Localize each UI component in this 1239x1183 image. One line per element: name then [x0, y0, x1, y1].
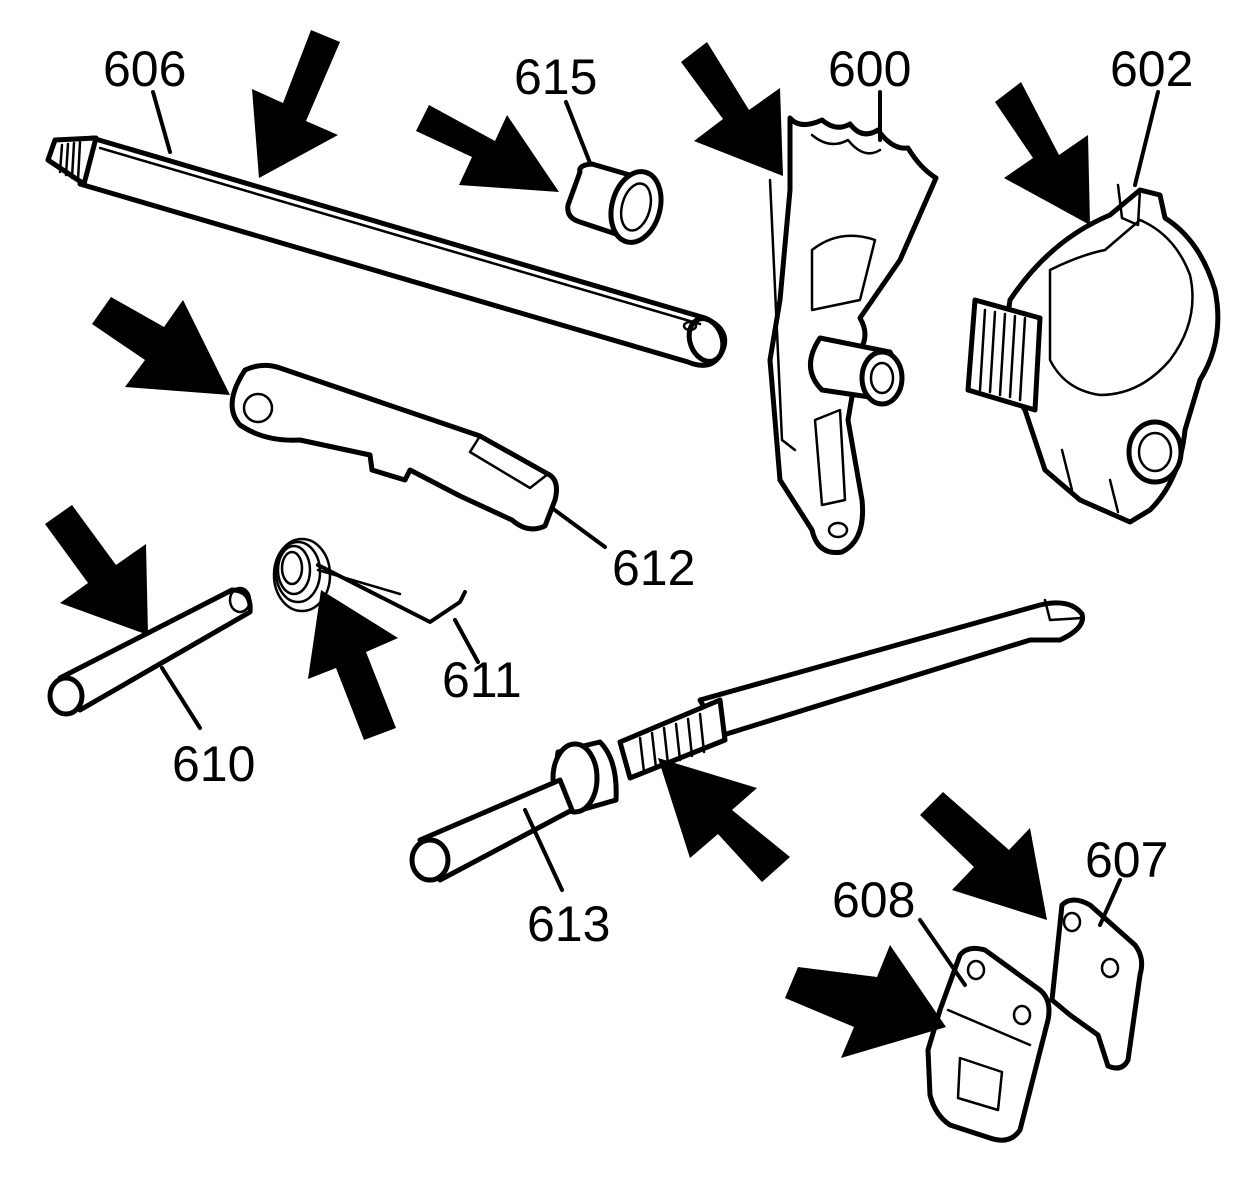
arrow-to-608 — [785, 945, 946, 1058]
arrow-to-606 — [252, 30, 340, 178]
part-607-plate — [1049, 897, 1145, 1071]
leader-610 — [160, 666, 202, 730]
arrows — [45, 30, 1090, 1058]
part-613-rod — [409, 598, 1086, 883]
part-608-bracket — [925, 945, 1052, 1143]
label-610: 610 — [172, 736, 255, 792]
label-613: 613 — [527, 896, 610, 952]
label-606: 606 — [103, 41, 186, 97]
part-602-switch-assembly — [965, 183, 1221, 525]
label-611: 611 — [442, 652, 522, 708]
leader-608 — [918, 918, 967, 987]
part-612-lever — [229, 362, 559, 532]
leader-602 — [1133, 90, 1160, 187]
leader-606 — [151, 90, 172, 154]
label-615: 615 — [514, 49, 597, 105]
label-600: 600 — [828, 41, 911, 97]
arrow-to-602 — [995, 82, 1090, 225]
label-612: 612 — [612, 540, 695, 596]
label-602: 602 — [1110, 41, 1193, 97]
leader-615 — [564, 100, 592, 165]
arrow-to-615 — [416, 105, 559, 192]
leader-611 — [453, 618, 480, 664]
leader-613 — [523, 808, 564, 892]
arrow-to-613 — [658, 758, 790, 882]
part-606-shaft — [45, 135, 728, 368]
arrow-to-612 — [92, 297, 230, 395]
arrow-to-607 — [920, 792, 1047, 920]
arrow-to-600 — [681, 42, 783, 176]
part-labels: 606 615 600 602 612 611 610 613 608 607 — [103, 41, 1193, 952]
part-600-detent-lever — [767, 115, 939, 556]
part-615-bushing — [565, 161, 664, 245]
leader-lines — [151, 90, 1160, 987]
arrow-to-610 — [45, 505, 148, 635]
label-608: 608 — [832, 872, 915, 928]
leader-607 — [1098, 878, 1122, 927]
label-607: 607 — [1085, 832, 1168, 888]
part-611-spring — [272, 537, 467, 624]
leader-612 — [550, 506, 607, 549]
arrow-to-611 — [308, 590, 398, 740]
part-610-pin — [47, 586, 253, 717]
